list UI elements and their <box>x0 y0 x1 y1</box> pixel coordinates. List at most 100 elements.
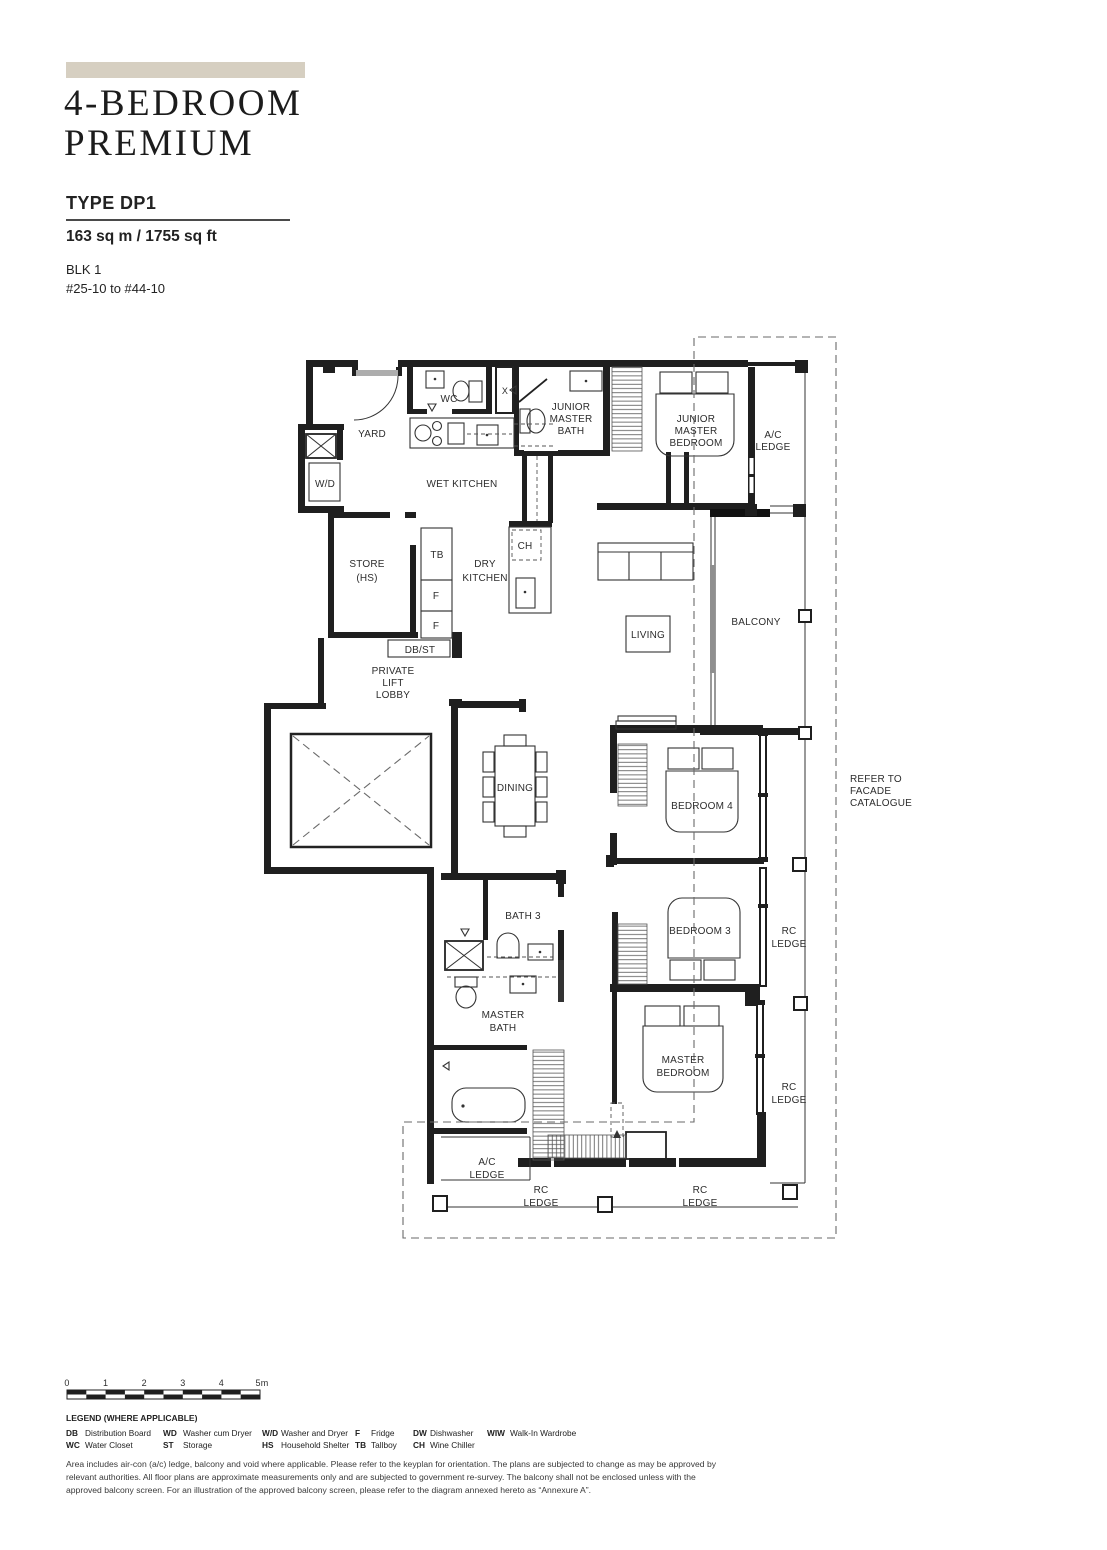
tallboy-fridge-cabinets <box>420 527 453 639</box>
room-label-private-lift-lobby: PRIVATE <box>372 666 415 677</box>
scale-tick-1: 1 <box>103 1378 108 1388</box>
svg-text:LIFT: LIFT <box>382 678 403 689</box>
label-rc-ledge-bottom-right: RC <box>693 1185 708 1196</box>
block-number: BLK 1 <box>66 262 102 277</box>
svg-text:LEDGE: LEDGE <box>756 442 791 453</box>
coffee-table <box>625 615 671 653</box>
master-bath-fixtures <box>442 975 558 1123</box>
page-title-line2: PREMIUM <box>64 123 255 164</box>
washer-dryer-box <box>308 462 341 502</box>
label-rc-ledge-bottom-left: RC <box>534 1185 549 1196</box>
entry-door <box>352 367 402 421</box>
room-label-junior-master-bath: JUNIOR <box>552 402 590 413</box>
room-label-junior-master-bedroom: JUNIOR <box>677 414 715 425</box>
svg-text:LOBBY: LOBBY <box>376 690 410 701</box>
scale-tick-2: 2 <box>142 1378 147 1388</box>
label-tb: TB <box>430 550 443 561</box>
wall-structure <box>264 360 808 1208</box>
svg-text:LEDGE: LEDGE <box>683 1198 718 1209</box>
note-refer-facade: REFER TO <box>850 774 902 785</box>
svg-text:LEDGE: LEDGE <box>470 1170 505 1181</box>
unit-type: TYPE DP1 <box>66 193 157 213</box>
bed-bedroom3 <box>667 897 741 981</box>
lift-shaft <box>289 732 433 849</box>
junior-bath-fixtures <box>509 370 603 434</box>
label-ch: CH <box>518 541 533 552</box>
room-label-bedroom3: BEDROOM 3 <box>669 926 731 937</box>
room-label-balcony: BALCONY <box>731 617 780 628</box>
svg-text:BATH: BATH <box>558 426 585 437</box>
room-label-store: STORE <box>349 559 384 570</box>
scale-bar: 0 1 2 3 4 5m <box>64 1378 268 1400</box>
exhaust-duct <box>495 366 514 414</box>
unit-area: 163 sq m / 1755 sq ft <box>66 228 217 245</box>
room-label-master-bath: MASTER <box>482 1010 525 1021</box>
room-label-yard: YARD <box>358 429 386 440</box>
disclaimer-text: Area includes air-con (a/c) ledge, balco… <box>66 1459 717 1495</box>
dining-set <box>482 734 548 838</box>
svg-text:CATALOGUE: CATALOGUE <box>850 798 912 809</box>
kitchen-counter <box>409 417 556 449</box>
svg-text:LEDGE: LEDGE <box>772 939 807 950</box>
legend-title: LEGEND (WHERE APPLICABLE) <box>66 1413 198 1423</box>
dry-kitchen-island <box>508 526 552 614</box>
svg-text:BATH: BATH <box>490 1023 517 1034</box>
svg-text:BEDROOM: BEDROOM <box>669 438 722 449</box>
page-title: 4-BEDROOM PREMIUM <box>64 84 302 164</box>
label-rc-ledge-right2: RC <box>782 1082 797 1093</box>
bed-bedroom4 <box>665 747 739 833</box>
room-label-living: LIVING <box>631 630 665 641</box>
label-db-st: DB/ST <box>405 645 435 656</box>
room-label-master-bedroom: MASTER <box>662 1055 705 1066</box>
label-wd: W/D <box>315 479 335 490</box>
svg-text:(HS): (HS) <box>356 573 377 584</box>
db-st-box <box>387 639 451 658</box>
room-label-dry-kitchen: DRY <box>474 559 496 570</box>
shaft-box <box>305 433 337 459</box>
svg-text:BEDROOM: BEDROOM <box>656 1068 709 1079</box>
room-label-bedroom4: BEDROOM 4 <box>671 801 733 812</box>
room-label-wet-kitchen: WET KITCHEN <box>427 479 498 490</box>
duct-label: X <box>502 386 508 396</box>
room-label-bath3: BATH 3 <box>505 911 541 922</box>
sofa <box>597 542 694 581</box>
room-labels: YARD WC X JUNIOR MASTER BATH JUNIOR MAST… <box>315 386 912 1209</box>
svg-text:MASTER: MASTER <box>675 426 718 437</box>
scale-tick-3: 3 <box>180 1378 185 1388</box>
wc-fixtures <box>425 370 483 413</box>
label-ac-ledge-top: A/C <box>764 430 781 441</box>
junior-master-bed <box>655 371 735 457</box>
bath3-fixtures <box>444 928 554 971</box>
room-label-wc: WC <box>440 394 457 405</box>
bed-master <box>642 1005 724 1093</box>
page-title-line1: 4-BEDROOM <box>64 83 303 124</box>
svg-text:MASTER: MASTER <box>550 414 593 425</box>
label-f1: F <box>433 591 439 602</box>
accent-bar <box>66 62 305 78</box>
svg-text:FACADE: FACADE <box>850 786 891 797</box>
master-bedroom-door <box>610 1102 624 1138</box>
room-label-dining: DINING <box>497 783 533 794</box>
stack-units: #25-10 to #44-10 <box>66 281 166 296</box>
svg-text:LEDGE: LEDGE <box>772 1095 807 1106</box>
type-underline <box>66 219 290 221</box>
tv-console <box>615 720 677 730</box>
label-f2: F <box>433 621 439 632</box>
label-rc-ledge-right1: RC <box>782 926 797 937</box>
wardrobe-hatching <box>532 366 648 1161</box>
svg-text:KITCHEN: KITCHEN <box>462 573 507 584</box>
